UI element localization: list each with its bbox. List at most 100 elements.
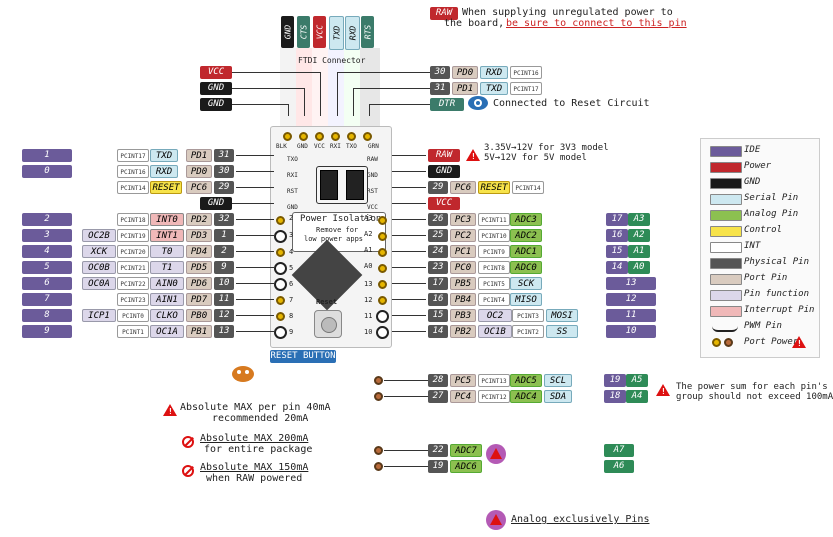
right-serial-11: SS [546,325,578,338]
right-phys-4: 26 [428,213,448,226]
inner-left-gnd: GND [287,204,298,211]
left-pad-4 [276,248,285,257]
left-port-6: PD4 [186,245,212,258]
ftdi-tab-cts: CTS [297,16,310,48]
warning-icon-power-sum: ! [656,384,670,396]
legend-swatch-6 [710,242,742,253]
ftdi-vwire-rxd [337,72,338,116]
left-pcint-4: PCINT18 [117,213,149,226]
legend-label-1: Power [744,161,772,171]
right-wire-10 [392,315,426,316]
left-pad-8 [276,312,285,321]
right-pin-num-10: 10 [364,328,373,336]
analog-only-icon [486,510,506,530]
left-pcint-2: PCINT14 [117,181,149,194]
left-func-6: XCK [82,245,116,258]
right-phys-11: 14 [428,325,448,338]
left-ide-4: 2 [22,213,72,226]
right-control-2: RESET [478,181,510,194]
left-pin-num-6: 6 [289,280,294,288]
right-pin-num-12: 12 [364,296,373,304]
left-pin-num-8: 8 [289,312,294,320]
right-pad-a0 [378,264,387,273]
right-pcint-7: PCINT8 [478,261,510,274]
ftdi-vwire-vcc [320,72,321,116]
left-port-1: PD0 [186,165,212,178]
legend-label-3: Serial Pin [744,193,799,203]
left-pad-7 [276,296,285,305]
left-wire-3 [232,203,274,204]
right-pin-num-a2: A2 [364,230,373,238]
bottom-side-0: A5 [626,374,648,387]
top-pin-label-vcc: VCC [314,143,325,150]
right-ide-5: 16 [606,229,628,242]
right-ide-4: 17 [606,213,628,226]
regulator-left [320,170,338,200]
raw-header-note-1: When supplying unregulated power to [462,7,673,18]
right-port-2: PC6 [450,181,476,194]
note-max-pkg-2: for entire package [204,444,313,455]
reset-button[interactable] [314,310,342,338]
right-pcint-6: PCINT9 [478,245,510,258]
ftdi-left-gnd-1: GND [200,82,232,95]
bottom-pad-0 [374,376,383,385]
legend-port-power-pad-1 [712,338,721,347]
analog-only-icon-bottom [486,444,506,464]
top-pin-label-gnd: GND [297,143,308,150]
bottom-wire-0 [384,380,428,381]
left-func2-11: OC1A [150,325,184,338]
right-pcint-2: PCINT14 [512,181,544,194]
ftdi-right-port-pd0: PD0 [452,66,478,79]
left-port-2: PC6 [186,181,212,194]
legend-port-power-warning-icon: ! [792,336,806,348]
right-phys-2: 29 [428,181,448,194]
left-wire-4 [236,219,274,220]
left-ide-1: 0 [22,165,72,178]
ftdi-wire-vcc [232,72,320,73]
left-pcint-5: PCINT19 [117,229,149,242]
bottom-wire-2 [384,450,428,451]
right-pad-10 [376,326,389,339]
legend-label-12: Port Power [744,337,799,347]
power-isolation-sub1: Remove for [316,226,359,234]
left-pin-num-3: 3 [289,231,294,239]
right-serial-10: MOSI [546,309,578,322]
ftdi-dtr-badge: DTR [430,98,464,111]
left-port-11: PB1 [186,325,212,338]
right-port-10: PB3 [450,309,476,322]
left-func2-9: AIN1 [150,293,184,306]
right-port-4: PC3 [450,213,476,226]
left-func2-6: T0 [150,245,184,258]
ftdi-tab-rts: RTS [361,16,374,48]
left-wire-5 [236,235,274,236]
bottom-pad-1 [374,392,383,401]
left-pad-5 [274,262,287,275]
left-func-10: ICP1 [82,309,116,322]
bottom-serial-1: SDA [544,390,572,403]
bottom-analog-2: ADC7 [450,444,482,457]
no-entry-icon-pkg [182,436,194,448]
left-pad-9 [274,326,287,339]
ftdi-right-port-pd1: PD1 [452,82,478,95]
legend-port-power-pad-2 [724,338,733,347]
ftdi-title: FTDI Connector [298,56,366,65]
left-wire-9 [236,299,274,300]
left-phys-1: 30 [214,165,234,178]
right-wire-2 [392,187,426,188]
no-entry-icon-raw [182,465,194,477]
right-analog-6: ADC1 [510,245,542,258]
left-func2-7: T1 [150,261,184,274]
legend-label-9: Pin function [744,289,810,299]
right-pin-num-11: 11 [364,312,373,320]
left-pcint-8: PCINT22 [117,277,149,290]
left-phys-9: 11 [214,293,234,306]
raw-note-2: 5V→12V for 5V model [484,153,587,163]
ftdi-tab-vcc: VCC [313,16,326,48]
left-serial-0: TXD [150,149,178,162]
ftdi-right-serial-txd: TXD [480,82,508,95]
left-phys-10: 12 [214,309,234,322]
left-port-8: PD6 [186,277,212,290]
right-power-0: RAW [428,149,460,162]
left-pin-num-5: 5 [289,264,294,272]
ftdi-right-phys-30: 30 [430,66,450,79]
